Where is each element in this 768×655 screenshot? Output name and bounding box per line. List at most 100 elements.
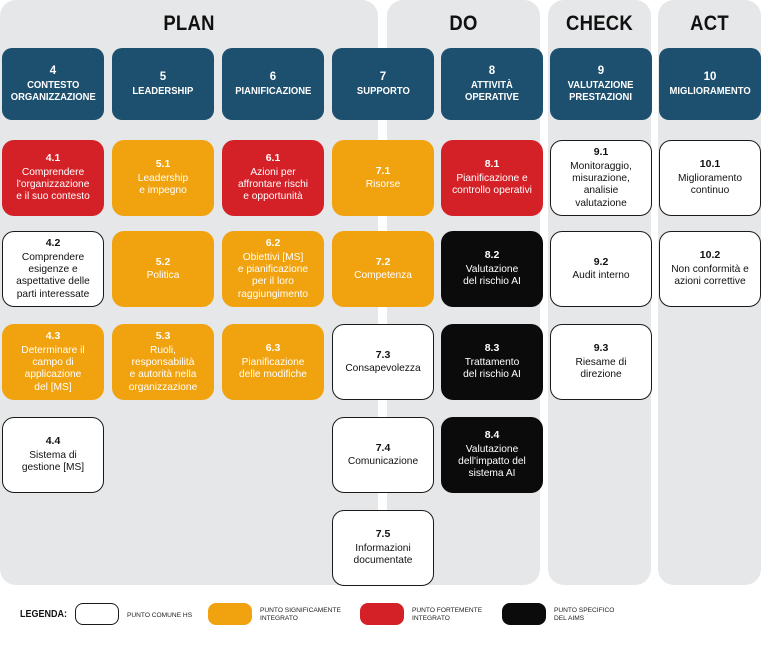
clause-title: VALUTAZIONE PRESTAZIONI — [568, 79, 634, 104]
clause-number: 5 — [159, 70, 167, 83]
clause-title: ATTIVITÀ OPERATIVE — [465, 79, 519, 104]
clause-title: SUPPORTO — [356, 85, 410, 98]
subclause-text: Audit interno — [572, 270, 630, 282]
subclause-number: 8.1 — [484, 158, 500, 171]
legend-swatch-forte — [360, 603, 404, 625]
clause-title: MIGLIORAMENTO — [669, 85, 751, 98]
clause-number: 9 — [597, 64, 605, 77]
subclause-text: Politica — [146, 270, 180, 282]
subclause-number: 7.3 — [375, 348, 391, 361]
subclause-number: 7.4 — [375, 441, 391, 454]
subclause-text: Ruoli, responsabilità e autorità nella o… — [128, 344, 198, 393]
subclause-text: Miglioramento continuo — [678, 173, 742, 197]
legend-title: LEGENDA: — [20, 609, 68, 620]
subclause-number: 9.1 — [593, 146, 609, 159]
subclause-text: Riesame di direzione — [575, 357, 627, 381]
clause-number: 10 — [703, 70, 717, 83]
clause-title: LEADERSHIP — [132, 85, 194, 98]
subclause-text: Trattamento del rischio AI — [463, 357, 521, 381]
subclause-number: 4.1 — [45, 152, 61, 165]
subclause-text: Valutazione dell'impatto del sistema AI — [458, 443, 526, 480]
subclause-number: 4.2 — [45, 237, 61, 250]
subclause-text: Pianificazione e controllo operativi — [452, 173, 532, 197]
subclause-number: 6.1 — [265, 152, 281, 165]
legend-label-signif: PUNTO SIGNIFICAMENTE INTEGRATO — [260, 607, 341, 622]
legend-label-comune: PUNTO COMUNE HS — [127, 612, 193, 619]
subclause-number: 9.3 — [593, 342, 609, 355]
subclause-number: 5.1 — [155, 158, 171, 171]
phase-check-title: CHECK — [565, 12, 634, 35]
legend-swatch-signif — [208, 603, 252, 625]
subclause-number: 10.1 — [699, 158, 721, 171]
phase-act-title: ACT — [690, 12, 729, 35]
subclause-number: 8.3 — [484, 342, 500, 355]
subclause-text: Comunicazione — [347, 456, 419, 468]
subclause-text: Obiettivi [MS] e pianificazione per il l… — [237, 251, 309, 300]
subclause-text: Monitoraggio, misurazione, analisie valu… — [570, 160, 632, 209]
subclause-text: Non conformità e azioni correttive — [671, 264, 749, 288]
subclause-number: 8.2 — [484, 249, 500, 262]
clause-number: 7 — [379, 70, 387, 83]
subclause-text: Informazioni documentate — [353, 543, 413, 567]
legend-label-forte: PUNTO FORTEMENTE INTEGRATO — [412, 607, 483, 622]
subclause-text: Comprendere l'organizzazione e il suo co… — [16, 166, 90, 203]
subclause-number: 6.2 — [265, 237, 281, 250]
clause-title: PIANIFICAZIONE — [234, 85, 312, 98]
subclause-number: 7.1 — [375, 164, 391, 177]
legend-swatch-aims — [502, 603, 546, 625]
subclause-number: 9.2 — [593, 255, 609, 268]
subclause-text: Leadership e impegno — [137, 173, 189, 197]
subclause-text: Competenza — [354, 270, 412, 282]
subclause-number: 4.4 — [45, 435, 61, 448]
subclause-number: 7.2 — [375, 255, 391, 268]
phase-do-title: DO — [449, 12, 478, 35]
legend: LEGENDA: PUNTO COMUNE HS PUNTO SIGNIFICAME… — [20, 600, 740, 630]
subclause-number: 8.4 — [484, 429, 500, 442]
subclause-text: Comprendere esigenze e aspettative delle… — [16, 251, 90, 300]
subclause-text: Azioni per affrontare rischi e opportuni… — [237, 166, 309, 203]
subclause-text: Valutazione del rischio AI — [463, 264, 521, 288]
subclause-number: 5.2 — [155, 255, 171, 268]
subclause-text: Risorse — [365, 179, 401, 191]
clause-number: 8 — [488, 64, 496, 77]
clause-title: CONTESTO ORGANIZZAZIONE — [10, 79, 96, 104]
subclause-number: 7.5 — [375, 528, 391, 541]
phase-plan-title: PLAN — [163, 12, 215, 35]
legend-label-aims: PUNTO SPECIFICO DEL AIMS — [554, 607, 615, 622]
subclause-text: Determinare il campo di applicazione del… — [21, 344, 85, 393]
subclause-number: 10.2 — [699, 249, 721, 262]
subclause-number: 6.3 — [265, 342, 281, 355]
clause-number: 6 — [269, 70, 277, 83]
subclause-number: 4.3 — [45, 330, 61, 343]
